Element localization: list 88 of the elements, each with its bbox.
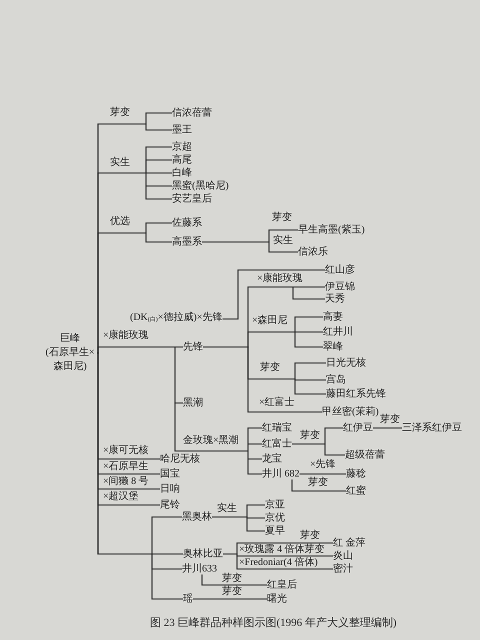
- connector-line: [192, 598, 267, 600]
- variety-name: 日光无核: [326, 358, 366, 368]
- edge-label: 实生: [110, 158, 130, 168]
- edge-label: 芽变: [272, 213, 292, 223]
- edge-label: 芽变: [308, 478, 328, 488]
- variety-name: 红瑞宝: [262, 422, 292, 434]
- connector-line: [212, 516, 265, 532]
- parent-variety-name: 巨峰 (石原早生×森田尼): [43, 332, 97, 374]
- variety-name: 日响: [160, 484, 180, 494]
- edge-label: 实生: [273, 236, 293, 246]
- connector-line: [298, 473, 346, 475]
- edge-label: ×康能玫瑰: [257, 274, 303, 284]
- connector-line: [292, 443, 345, 456]
- edge-label: 芽变: [300, 431, 320, 441]
- variety-name: 安艺皇后: [172, 194, 212, 204]
- variety-name: 先锋: [183, 342, 203, 352]
- edge-label: ×Fredoniar(4 倍体): [239, 558, 318, 568]
- edge-label: 芽变: [380, 415, 400, 425]
- variety-name: 夏早: [265, 526, 285, 536]
- edge-label: ×森田尼: [252, 316, 288, 326]
- edge-label: ×玫瑰露 4 倍体芽变: [239, 544, 325, 554]
- edge-label: ×先锋: [310, 460, 336, 470]
- variety-name: 藤田红系先锋: [326, 388, 386, 400]
- variety-name: 奥林比亚: [183, 548, 223, 560]
- edge-label: ×石原早生: [103, 462, 149, 472]
- connector-line: [174, 402, 263, 475]
- connector-line: [202, 241, 298, 253]
- variety-name: 哈尼无核: [160, 454, 200, 464]
- variety-name: 龙宝: [262, 454, 282, 464]
- connector-line: [291, 480, 346, 492]
- variety-name: 早生高墨(紫玉): [298, 224, 365, 236]
- edge-label: ×康能玫瑰: [103, 331, 149, 341]
- variety-name: 国宝: [160, 468, 180, 480]
- edge-label: ×间獭 8 号: [103, 476, 149, 486]
- variety-name: 尾铃: [160, 500, 180, 510]
- figure-caption: 图 23 巨峰群品种样图示图(1996 年产大义整理编制): [150, 617, 397, 630]
- variety-name: 信浓乐: [298, 246, 328, 258]
- edge-label: 芽变: [260, 363, 280, 373]
- variety-name: 天秀: [325, 294, 345, 304]
- variety-name: 黑蜜(黑哈尼): [172, 180, 229, 192]
- variety-name: 瑶: [183, 594, 193, 604]
- variety-name: 京超: [172, 142, 192, 152]
- variety-name: 红富士: [262, 438, 292, 450]
- edge-label: ×红富士: [259, 398, 295, 408]
- variety-name: 甲丝密(茉莉): [322, 406, 379, 418]
- variety-name: 井川633: [182, 564, 217, 574]
- connector-line: [201, 574, 267, 586]
- variety-name: 三泽系红伊豆: [402, 422, 462, 434]
- variety-name: 井川 682: [262, 468, 300, 480]
- variety-name: 高墨系: [172, 236, 202, 248]
- variety-name: 密汁: [333, 564, 353, 574]
- edge-label: 芽变: [110, 108, 130, 118]
- variety-name: 红 金萍: [333, 538, 366, 548]
- edge-label: ×康可无核: [103, 446, 149, 456]
- variety-name: 红皇后: [267, 580, 297, 590]
- variety-name: 红伊豆: [343, 422, 373, 434]
- connector-line: [223, 553, 333, 570]
- connector-line: [372, 427, 402, 429]
- variety-name: 宫岛: [326, 374, 346, 386]
- variety-name: 曙光: [267, 594, 287, 604]
- variety-name: 墨王: [172, 124, 192, 136]
- variety-name: 黑奥林: [182, 512, 212, 522]
- connector-line: [222, 269, 325, 320]
- variety-name: 京优: [265, 512, 285, 524]
- variety-name: 白峰: [172, 168, 192, 178]
- variety-name: (DK$_{(白)}$×德拉威)×先锋: [130, 312, 222, 326]
- variety-name: 高妻: [323, 312, 343, 322]
- edge-label: 芽变: [222, 587, 242, 597]
- variety-name: 佐藤系: [172, 218, 202, 228]
- variety-name: 信浓蓓蕾: [172, 108, 212, 118]
- variety-name: 藤稔: [346, 468, 366, 480]
- variety-name: 黑潮: [183, 398, 203, 408]
- variety-name: 伊豆锦: [325, 282, 355, 292]
- edge-label: 实生: [217, 504, 237, 514]
- edge-label: 芽变: [222, 574, 242, 584]
- variety-name: 炎山: [333, 550, 353, 562]
- variety-name: 京亚: [265, 500, 285, 510]
- connector-line: [203, 346, 322, 413]
- variety-name: 高尾: [172, 154, 192, 166]
- variety-name: 红井川: [323, 326, 353, 338]
- edge-label: 金玫瑰×黑潮: [183, 436, 239, 446]
- variety-name: 翠峰: [323, 342, 343, 352]
- edge-label: 优选: [110, 217, 130, 227]
- variety-name: 超级蓓蕾: [345, 450, 385, 460]
- edge-label: ×超汉堡: [103, 492, 139, 502]
- variety-name: 红山彦: [325, 264, 355, 276]
- edge-label: 芽变: [300, 531, 320, 541]
- variety-name: 红蜜: [346, 486, 366, 496]
